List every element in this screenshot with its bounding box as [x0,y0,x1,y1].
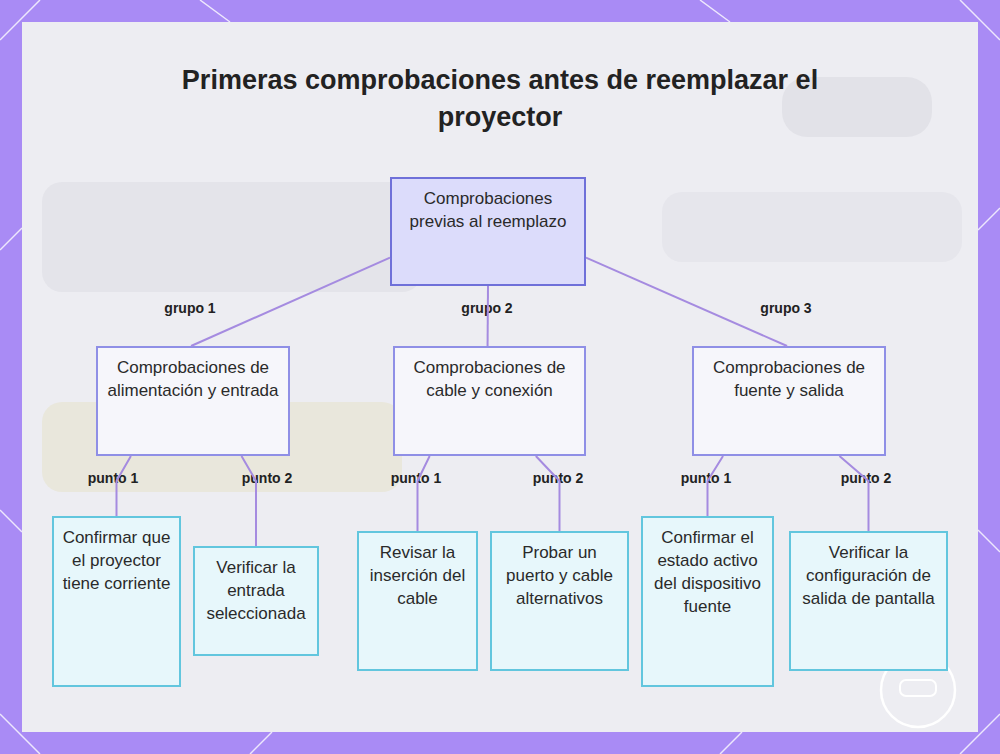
node-text: Comprobaciones previas al reemplazo [400,187,576,233]
leaf-box: Verificar la entrada seleccionada [193,546,319,656]
node-text: Probar un puerto y cable alternativos [500,541,619,610]
group-box: Comprobaciones de alimentación y entrada [96,346,290,456]
group-box: Comprobaciones de cable y conexión [393,346,586,456]
leaf-box: Confirmar el estado activo del dispositi… [641,516,774,687]
blurred-shape [662,192,962,262]
blurred-shape [42,182,422,292]
root-box: Comprobaciones previas al reemplazo [390,177,586,286]
connector-line [586,258,787,346]
edge-label: punto 1 [88,470,139,486]
logo-projector [900,680,936,696]
node-text: Verificar la entrada seleccionada [203,556,309,625]
node-text: Confirmar que el proyector tiene corrien… [62,526,171,595]
leaf-box: Revisar la inserción del cable [357,531,478,671]
diagram-title: Primeras comprobaciones antes de reempla… [150,62,850,136]
node-text: Verificar la configuración de salida de … [799,541,938,610]
edge-label: grupo 1 [164,300,215,316]
connector-line [418,456,430,531]
node-text: Comprobaciones de fuente y salida [702,356,876,402]
node-text: Comprobaciones de alimentación y entrada [106,356,280,402]
connector-line [536,456,560,531]
edge-label: punto 1 [391,470,442,486]
connector-line [191,258,390,346]
connector-line [117,456,131,516]
node-text: Revisar la inserción del cable [367,541,468,610]
connector-line [487,286,489,346]
leaf-box: Confirmar que el proyector tiene corrien… [52,516,181,687]
leaf-box: Verificar la configuración de salida de … [789,531,948,671]
edge-label: grupo 3 [760,300,811,316]
connector-line [242,456,257,546]
node-text: Comprobaciones de cable y conexión [403,356,576,402]
connector-line [839,456,868,531]
node-text: Confirmar el estado activo del dispositi… [651,526,764,618]
group-box: Comprobaciones de fuente y salida [692,346,886,456]
edge-label: punto 2 [242,470,293,486]
leaf-box: Probar un puerto y cable alternativos [490,531,629,671]
connector-line [708,456,724,516]
edge-label: punto 1 [681,470,732,486]
